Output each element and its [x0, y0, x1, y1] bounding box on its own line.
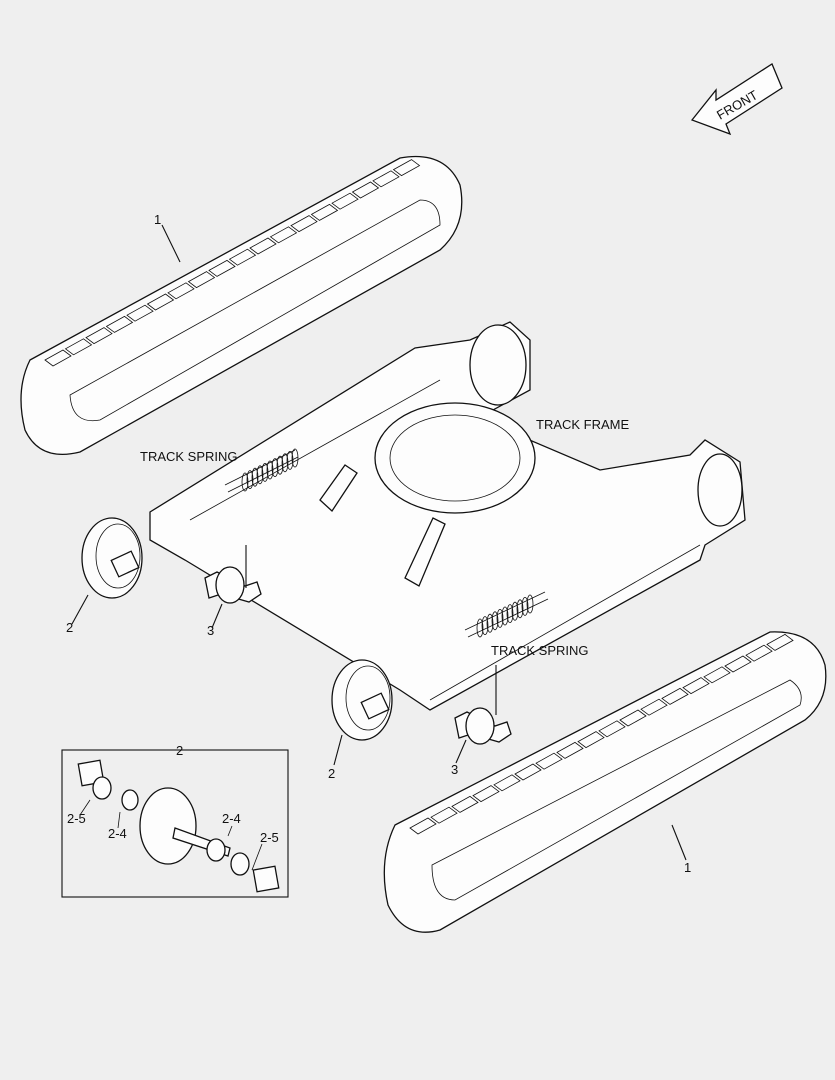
- spring-coil: [516, 599, 524, 619]
- detail-label-2-5-right: 2-5: [260, 830, 279, 845]
- track-tread-lug: [146, 293, 175, 311]
- spring-coil: [241, 472, 249, 492]
- track-tread-lug: [472, 785, 500, 803]
- spring-coil: [496, 609, 504, 628]
- lower-rubber-track: [383, 631, 827, 933]
- track-tread-lug: [493, 774, 521, 792]
- upper-track-roller: [204, 566, 262, 604]
- track-tread-lug: [392, 159, 421, 177]
- spring-coil: [281, 453, 289, 473]
- spring-coil: [276, 455, 284, 475]
- callout-roller-upper: 3: [207, 623, 214, 638]
- track-tread-lug: [640, 698, 668, 716]
- upper-idler-wheel: [81, 517, 143, 599]
- spring-coil: [476, 618, 484, 638]
- track-tread-lug: [661, 687, 689, 705]
- spring-coil: [481, 616, 489, 635]
- spring-coil: [501, 606, 509, 626]
- spring-coil: [246, 470, 254, 490]
- callout-idler-upper: 2: [66, 620, 73, 635]
- spring-coil: [526, 594, 534, 614]
- spring-coil: [506, 604, 514, 623]
- idler-detail-box: 2 2-5 2-4 2-4 2-5: [61, 743, 289, 898]
- track-tread-lug: [187, 271, 216, 289]
- spring-coil: [286, 450, 294, 470]
- spring-coil: [251, 467, 259, 487]
- detail-label-2-4-left: 2-4: [108, 826, 127, 841]
- spring-coil: [291, 448, 299, 468]
- label-track-spring-upper: TRACK SPRING: [140, 449, 238, 464]
- spring-coil: [256, 465, 264, 485]
- track-tread-lug: [724, 655, 752, 673]
- lower-idler-wheel: [331, 659, 393, 741]
- track-tread-lug: [331, 192, 359, 210]
- track-tread-lug: [451, 795, 479, 813]
- track-tread-lug: [766, 633, 794, 651]
- track-tread-lug: [249, 237, 277, 255]
- track-tread-lug: [228, 248, 257, 266]
- detail-label-2-5-left: 2-5: [67, 811, 86, 826]
- track-tread-lug: [290, 215, 318, 233]
- spring-coil: [486, 613, 494, 633]
- lower-track-roller: [454, 707, 512, 745]
- upper-rubber-track: [20, 155, 463, 456]
- track-tread-lug: [208, 259, 236, 277]
- track-tread-lug: [85, 327, 113, 345]
- track-tread-lug: [44, 349, 72, 367]
- track-tread-lug: [409, 817, 437, 835]
- spring-coil: [511, 601, 519, 621]
- track-tread-lug: [310, 203, 339, 221]
- spring-coil: [271, 458, 279, 478]
- label-track-frame: TRACK FRAME: [536, 417, 630, 432]
- track-tread-lug: [745, 644, 773, 662]
- leader-lines: [71, 224, 687, 861]
- track-tread-lug: [682, 677, 710, 695]
- spring-coil: [491, 611, 499, 631]
- callout-track-upper: 1: [154, 212, 161, 227]
- label-track-spring-lower: TRACK SPRING: [491, 643, 589, 658]
- track-tread-lug: [167, 282, 195, 300]
- spring-coil: [266, 460, 274, 480]
- track-tread-lug: [126, 304, 154, 322]
- lower-track-spring: [464, 591, 549, 638]
- front-arrow: FRONT: [690, 63, 783, 136]
- detail-box-title: 2: [176, 743, 183, 758]
- track-tread-lug: [619, 709, 647, 727]
- track-tread-lug: [703, 666, 731, 684]
- track-tread-lug: [269, 226, 298, 244]
- track-tread-lug: [105, 315, 134, 333]
- spring-coil: [521, 597, 529, 616]
- track-tread-lug: [372, 170, 400, 188]
- callout-roller-lower: 3: [451, 762, 458, 777]
- track-frame: [149, 321, 746, 711]
- track-tread-lug: [430, 806, 458, 824]
- track-tread-lug: [556, 741, 584, 759]
- upper-track-spring: [224, 448, 299, 493]
- callout-track-lower: 1: [684, 860, 691, 875]
- track-tread-lug: [514, 763, 542, 781]
- track-tread-lug: [535, 752, 563, 770]
- track-tread-lug: [64, 338, 93, 356]
- track-tread-lug: [577, 731, 605, 749]
- track-tread-lug: [351, 181, 380, 199]
- track-tread-lug: [598, 720, 626, 738]
- detail-label-2-4-right: 2-4: [222, 811, 241, 826]
- callout-idler-lower: 2: [328, 766, 335, 781]
- spring-coil: [261, 462, 269, 482]
